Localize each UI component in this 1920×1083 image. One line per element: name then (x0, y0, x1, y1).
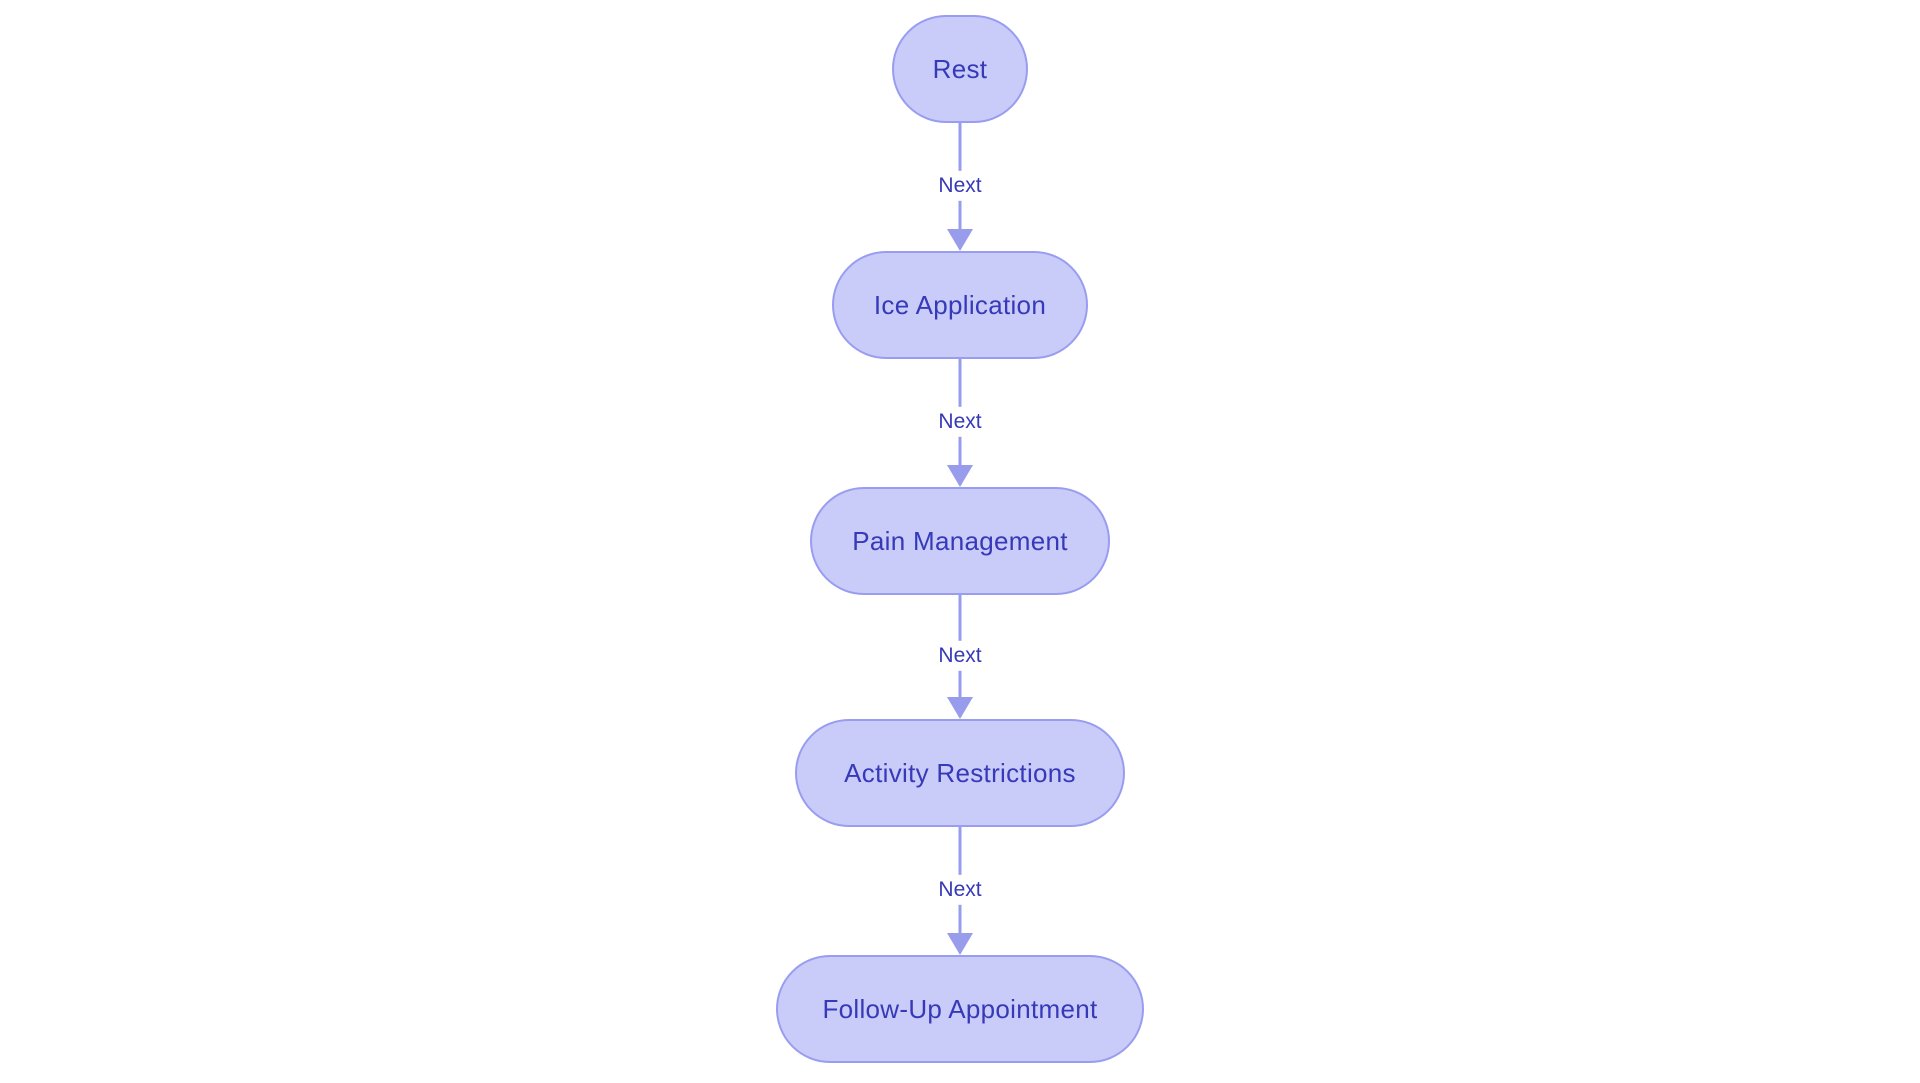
node-label: Follow-Up Appointment (822, 993, 1098, 1024)
node-pain-management: Pain Management (810, 487, 1110, 595)
edge-rest-to-ice-application: Next (0, 123, 1920, 251)
arrowhead-down-icon (947, 933, 973, 955)
edge-pain-management-to-activity-restrictions: Next (0, 595, 1920, 719)
edge-label: Next (930, 406, 990, 437)
node-follow-up-appointment: Follow-Up Appointment (776, 955, 1144, 1063)
node-label: Ice Application (873, 289, 1047, 320)
node-label: Activity Restrictions (844, 757, 1076, 788)
node-activity-restrictions: Activity Restrictions (795, 719, 1125, 827)
arrowhead-down-icon (947, 465, 973, 487)
node-label: Rest (932, 53, 988, 84)
node-ice-application: Ice Application (832, 251, 1088, 359)
arrowhead-down-icon (947, 697, 973, 719)
edge-label: Next (930, 874, 990, 905)
edge-activity-restrictions-to-follow-up-appointment: Next (0, 827, 1920, 955)
node-label: Pain Management (852, 525, 1068, 556)
edge-label: Next (930, 170, 990, 201)
arrowhead-down-icon (947, 229, 973, 251)
edge-ice-application-to-pain-management: Next (0, 359, 1920, 487)
edge-label: Next (930, 640, 990, 671)
node-rest: Rest (892, 15, 1028, 123)
